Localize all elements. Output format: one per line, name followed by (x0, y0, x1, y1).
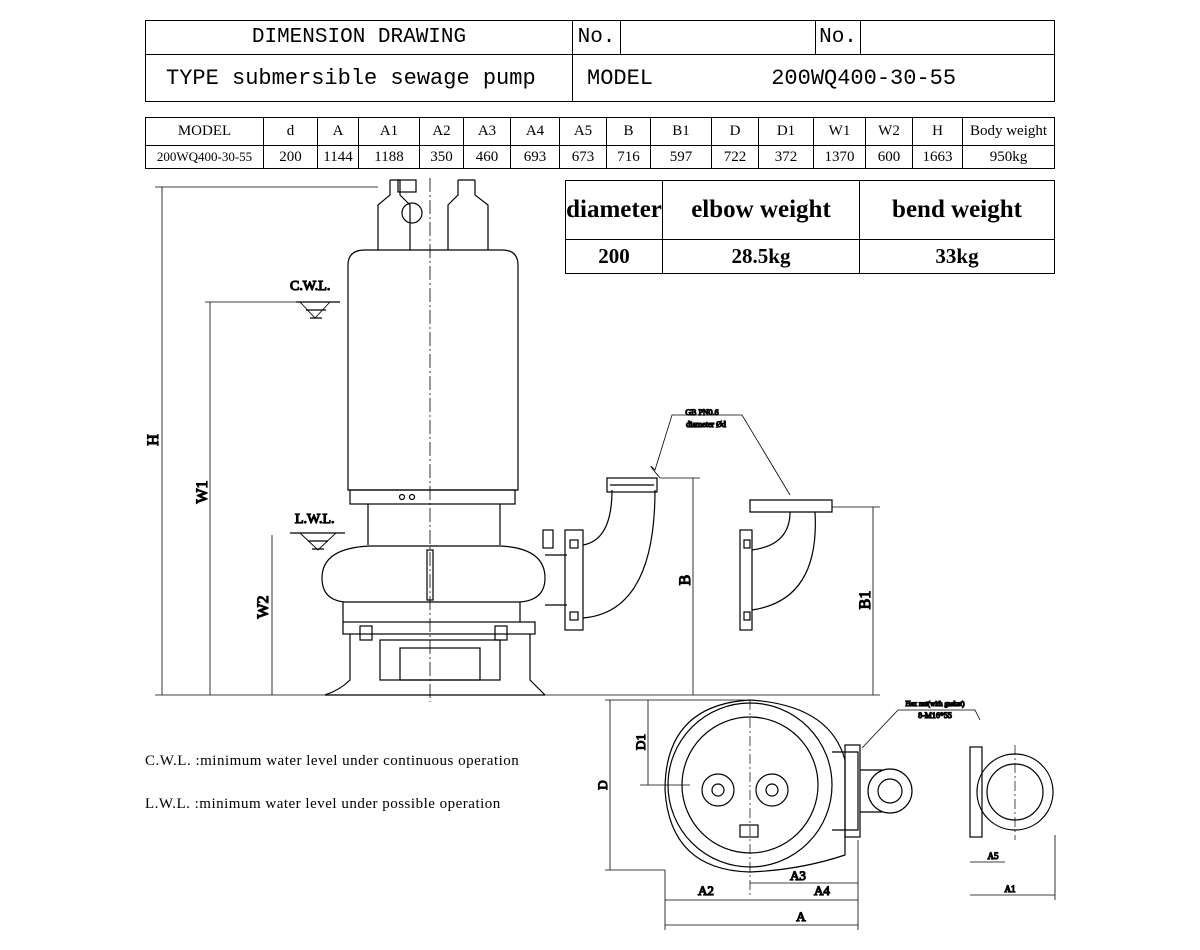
spec-value: 1663 (912, 145, 963, 169)
lwl-note: L.W.L. :minimum water level under possib… (145, 796, 501, 812)
spec-value-row: 200WQ400-30-55 200 1144 1188 350 460 693… (145, 145, 1055, 169)
spec-value: 372 (758, 145, 814, 169)
dim-a-label: A (796, 909, 806, 924)
weight-value: 28.5kg (662, 239, 860, 274)
spec-header: D1 (758, 117, 814, 146)
weight-header: diameter (565, 180, 663, 240)
spec-value: 460 (463, 145, 511, 169)
drawing-title: DIMENSION DRAWING (145, 20, 573, 55)
dim-h-label: H (145, 434, 162, 446)
flange-note: GB PN0.6 (685, 408, 718, 417)
title-block: DIMENSION DRAWING No. No. TYPE submersib… (145, 20, 1055, 102)
flange-note: diameter Ød (686, 420, 726, 429)
spec-header: A4 (510, 117, 560, 146)
dim-d-label: D (595, 780, 610, 789)
spec-value: 693 (510, 145, 560, 169)
spec-value: 597 (650, 145, 712, 169)
spec-table: MODEL d A A1 A2 A3 A4 A5 B B1 D D1 W1 W2… (145, 117, 1055, 169)
pump-type: TYPE submersible sewage pump (145, 54, 573, 102)
dim-a5-label: A5 (988, 851, 999, 861)
weight-table: diameter elbow weight bend weight 200 28… (565, 180, 1055, 274)
weight-value: 33kg (859, 239, 1055, 274)
model-cell: MODEL 200WQ400-30-55 (572, 54, 1055, 102)
water-level-symbols (290, 301, 345, 551)
no-label: No. (815, 20, 861, 55)
dim-a2-label: A2 (698, 883, 714, 898)
spec-value: 673 (559, 145, 607, 169)
model-label: MODEL (587, 65, 654, 91)
dim-a4-label: A4 (814, 883, 830, 898)
spec-value: 600 (865, 145, 913, 169)
spec-value: 350 (419, 145, 464, 169)
spec-header: A (317, 117, 359, 146)
weight-header: bend weight (859, 180, 1055, 240)
dim-a1-label: A1 (1005, 884, 1016, 894)
dim-b-label: B (677, 575, 694, 586)
weight-header: elbow weight (662, 180, 860, 240)
spec-value: 1144 (317, 145, 359, 169)
spec-value: 950kg (962, 145, 1055, 169)
no-label: No. (572, 20, 621, 55)
dim-w1-label: W1 (194, 480, 211, 503)
lwl-label: L.W.L. (295, 512, 335, 527)
cwl-label: C.W.L. (290, 279, 330, 294)
cwl-note: C.W.L. :minimum water level under contin… (145, 753, 520, 769)
spec-value: 200WQ400-30-55 (145, 145, 264, 169)
spec-header: W2 (865, 117, 913, 146)
spec-header-row: MODEL d A A1 A2 A3 A4 A5 B B1 D D1 W1 W2… (145, 117, 1055, 146)
spec-header: D (711, 117, 759, 146)
dim-a3-label: A3 (790, 868, 806, 883)
weight-value: 200 (565, 239, 663, 274)
spec-header: A2 (419, 117, 464, 146)
pump-plan-view (605, 699, 1056, 930)
spec-header: Body weight (962, 117, 1055, 146)
spec-header: d (263, 117, 318, 146)
bolt-note: 8-M16*55 (918, 711, 952, 720)
dim-d1-label: D1 (633, 734, 648, 750)
bolt-note: Hex nut(with gasket) (905, 700, 965, 708)
spec-value: 200 (263, 145, 318, 169)
model-value: 200WQ400-30-55 (771, 65, 957, 91)
dim-w2-label: W2 (255, 595, 272, 618)
dimension-lines (155, 186, 880, 696)
dim-b1-label: B1 (857, 591, 874, 610)
spec-value: 1188 (358, 145, 420, 169)
pump-side-view (321, 178, 833, 702)
spec-value: 1370 (813, 145, 866, 169)
spec-value: 722 (711, 145, 759, 169)
